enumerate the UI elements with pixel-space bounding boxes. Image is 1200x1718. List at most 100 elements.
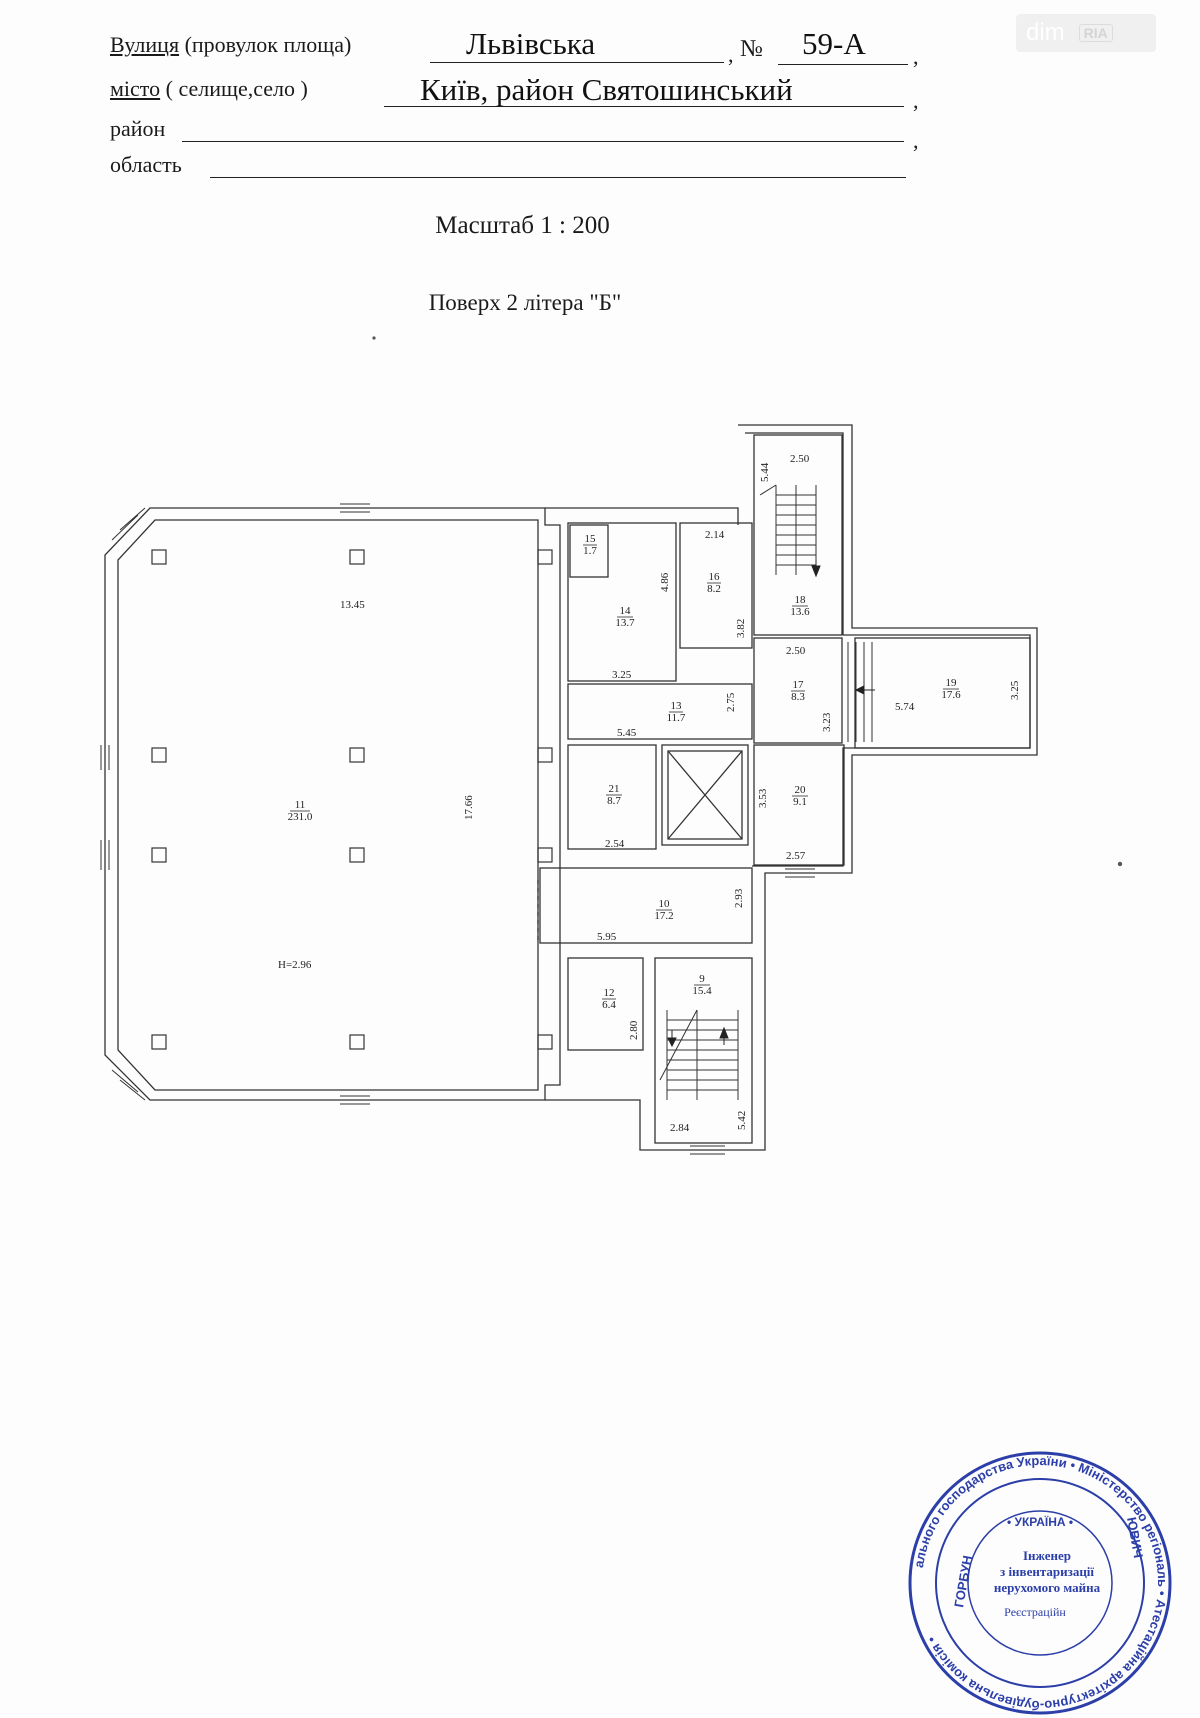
- column: [349, 847, 365, 863]
- room-area: 13.6: [790, 606, 810, 618]
- number-comma: ,: [913, 44, 919, 69]
- svg-text:• УКРАЇНА •: • УКРАЇНА •: [1007, 1514, 1073, 1529]
- column: [537, 549, 553, 565]
- street-label-main: Вулиця: [110, 32, 180, 57]
- room-area: 9.1: [793, 796, 807, 808]
- dim-label: 5.74: [895, 701, 915, 713]
- number-value: 59-А: [802, 26, 866, 61]
- dim-label: 3.82: [735, 619, 747, 638]
- room-area: 15.4: [692, 985, 712, 997]
- number-label: №: [740, 36, 763, 62]
- city-label-main: місто: [110, 76, 161, 101]
- watermark-mark: RIA: [1078, 24, 1113, 42]
- column: [349, 1034, 365, 1050]
- room-label-21: 218.7: [607, 783, 621, 807]
- street-value: Львівська: [466, 26, 596, 61]
- column: [537, 1034, 553, 1050]
- official-seal: ального господарства України • Міністерс…: [908, 1451, 1172, 1715]
- floor-title: Поверх 2 літера "Б": [428, 290, 622, 315]
- arrow-down-icon: [811, 560, 821, 578]
- room-no: 17: [793, 679, 805, 691]
- city-value: Київ, район Святошинський: [420, 72, 793, 107]
- right-block-wall: [545, 424, 1038, 1151]
- room-18-walls: [753, 434, 843, 636]
- svg-text:нерухомого майна: нерухомого майна: [994, 1580, 1101, 1595]
- svg-text:з інвентаризації: з інвентаризації: [1000, 1564, 1094, 1579]
- watermark-text: dim: [1026, 19, 1065, 46]
- room-17-walls: [753, 637, 843, 744]
- dim-label: 5.42: [736, 1111, 748, 1130]
- room-label-9: 915.4: [692, 973, 712, 997]
- district-label: район: [110, 116, 166, 141]
- room-no: 14: [620, 605, 632, 617]
- room-area: 1.7: [583, 545, 597, 557]
- column: [151, 747, 167, 763]
- room-area: 231.0: [288, 811, 313, 823]
- city-label-rest: ( селище,село ): [160, 76, 308, 101]
- street-comma: ,: [728, 42, 734, 67]
- room-label-15: 151.7: [583, 533, 597, 557]
- room-area: 13.7: [615, 617, 635, 629]
- hall-outer-wall: [104, 507, 561, 1101]
- column: [349, 549, 365, 565]
- arrow-down-icon: [667, 1030, 677, 1048]
- room-area: 8.3: [791, 691, 805, 703]
- district-underline: [182, 141, 904, 142]
- dim-label: 2.50: [790, 453, 810, 465]
- room-15-walls: [569, 524, 609, 578]
- city-label: місто ( селище,село ): [110, 76, 308, 102]
- hall-inner-wall: [117, 519, 539, 1091]
- room-19-walls: [854, 637, 1031, 749]
- dim-label: 2.93: [733, 888, 745, 908]
- room-area: 8.7: [607, 795, 621, 807]
- column: [537, 747, 553, 763]
- street-label: Вулиця (провулок площа): [110, 32, 351, 58]
- room-14-walls: [567, 522, 677, 682]
- city-underline: [384, 106, 904, 107]
- room-no: 19: [946, 677, 958, 689]
- street-underline: [430, 62, 724, 63]
- dim-label: 3.25: [612, 669, 632, 681]
- dim-label: 5.45: [617, 727, 637, 739]
- dim-label: 2.50: [786, 645, 806, 657]
- dim-label: 13.45: [340, 599, 365, 611]
- region-label: область: [110, 152, 182, 177]
- dim-label: 2.80: [628, 1020, 640, 1040]
- dim-label: 2.57: [786, 850, 806, 862]
- column: [349, 747, 365, 763]
- room-21-walls: [567, 744, 657, 850]
- room-no: 9: [699, 973, 705, 985]
- room-label-20: 209.1: [793, 784, 807, 808]
- room-12-walls: [567, 957, 644, 1051]
- column: [151, 549, 167, 565]
- room-area: 17.2: [654, 910, 673, 922]
- dim-label: H=2.96: [278, 959, 312, 971]
- room-20-walls: [753, 744, 845, 866]
- dim-label: 3.53: [757, 788, 769, 808]
- room-no: 11: [295, 799, 306, 811]
- dim-label: 3.25: [1009, 680, 1021, 700]
- room-16-walls: [679, 522, 753, 649]
- room-area: 6.4: [602, 999, 616, 1011]
- arrow-left-icon: [854, 685, 875, 695]
- city-comma: ,: [913, 88, 919, 113]
- column: [537, 847, 553, 863]
- dim-label: 2.84: [670, 1122, 690, 1134]
- room-no: 16: [709, 571, 721, 583]
- svg-text:ЮВИЧ: ЮВИЧ: [1124, 1516, 1146, 1559]
- dim-label: 3.23: [821, 712, 833, 732]
- room-no: 18: [795, 594, 807, 606]
- room-no: 20: [795, 784, 807, 796]
- room-10-walls: [539, 867, 753, 944]
- svg-text:Реєстраційн: Реєстраційн: [1004, 1605, 1066, 1619]
- room-no: 12: [604, 987, 615, 999]
- column: [151, 1034, 167, 1050]
- room-label-12: 126.4: [602, 987, 616, 1011]
- scale-text: Масштаб 1 : 200: [435, 212, 610, 239]
- svg-text:Інженер: Інженер: [1023, 1548, 1071, 1563]
- room-13-walls: [567, 683, 753, 740]
